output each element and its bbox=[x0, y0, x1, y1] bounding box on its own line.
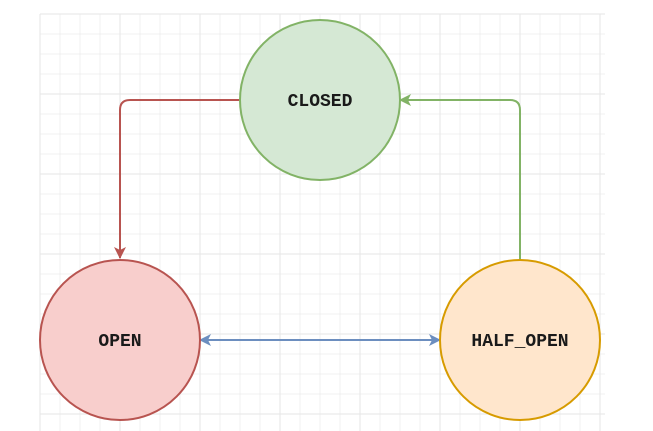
node-half-open-label: HALF_OPEN bbox=[471, 332, 568, 352]
edge-half-open-to-closed bbox=[399, 94, 521, 260]
node-half-open[interactable]: HALF_OPEN bbox=[439, 259, 601, 421]
node-open-label: OPEN bbox=[98, 332, 141, 352]
edge-closed-to-open bbox=[114, 99, 240, 259]
node-half-open-circle bbox=[439, 259, 601, 421]
node-closed[interactable]: CLOSED bbox=[239, 19, 401, 181]
node-open[interactable]: OPEN bbox=[39, 259, 201, 421]
node-closed-label: CLOSED bbox=[288, 92, 353, 112]
node-closed-circle bbox=[239, 19, 401, 181]
node-open-circle bbox=[39, 259, 201, 421]
